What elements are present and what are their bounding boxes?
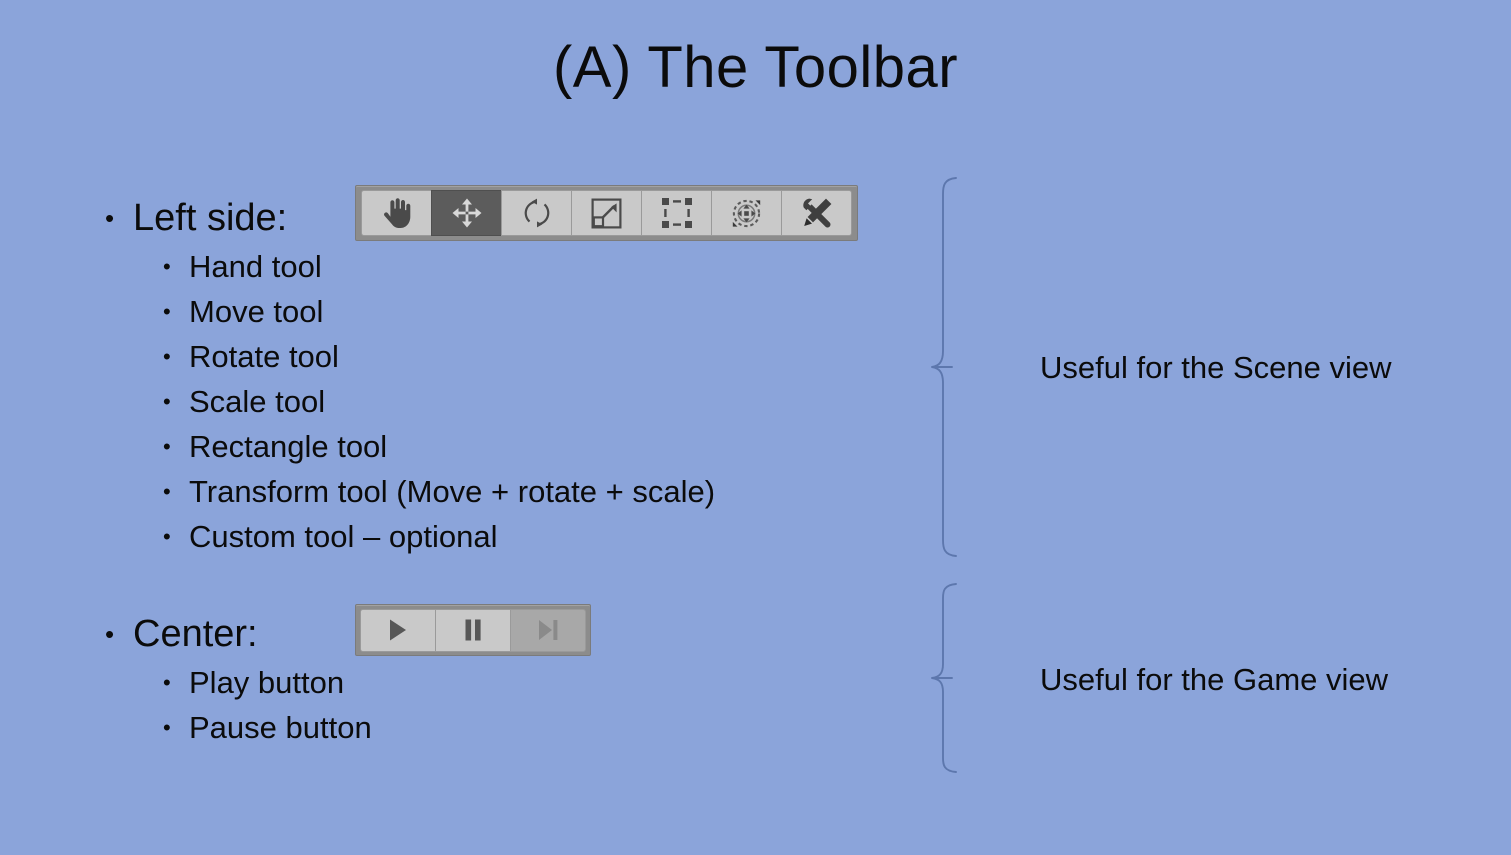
pause-button[interactable] bbox=[435, 608, 511, 652]
rect-tool-button[interactable] bbox=[641, 190, 712, 236]
annotation-game-view: Useful for the Game view bbox=[1040, 662, 1389, 697]
play-button[interactable] bbox=[360, 608, 436, 652]
rotate-tool-icon bbox=[520, 197, 554, 229]
center-bullet-block: • Center: • Play button • Pause button bbox=[105, 612, 372, 750]
list-item: • Pause button bbox=[163, 705, 372, 750]
list-item: • Move tool bbox=[163, 289, 715, 334]
bullet-marker-icon: • bbox=[163, 299, 171, 324]
rotate-tool-button[interactable] bbox=[501, 190, 572, 236]
play-icon bbox=[387, 618, 409, 642]
play-toolbar bbox=[355, 604, 591, 656]
bullet-label: Move tool bbox=[189, 294, 324, 329]
step-button[interactable] bbox=[510, 608, 586, 652]
bullet-label: Custom tool – optional bbox=[189, 519, 498, 554]
move-tool-icon bbox=[451, 197, 483, 229]
scene-toolbar bbox=[355, 185, 858, 241]
bullet-marker-icon: • bbox=[163, 389, 171, 414]
list-item: • Rotate tool bbox=[163, 334, 715, 379]
scale-tool-button[interactable] bbox=[571, 190, 642, 236]
custom-tool-button[interactable] bbox=[781, 190, 852, 236]
list-item: • Transform tool (Move + rotate + scale) bbox=[163, 469, 715, 514]
bullet-label: Pause button bbox=[189, 710, 372, 745]
bullet-marker-icon: • bbox=[105, 619, 115, 649]
bullet-label: Rectangle tool bbox=[189, 429, 388, 464]
brace-scene-view bbox=[930, 176, 970, 558]
move-tool-button[interactable] bbox=[431, 190, 502, 236]
bullet-label: Rotate tool bbox=[189, 339, 339, 374]
bullet-center-heading: • Center: bbox=[105, 612, 372, 656]
brace-game-view bbox=[930, 582, 970, 774]
pause-icon bbox=[463, 618, 483, 642]
hand-tool-icon bbox=[382, 197, 412, 229]
list-item: • Rectangle tool bbox=[163, 424, 715, 469]
bullet-label: Transform tool (Move + rotate + scale) bbox=[189, 474, 716, 509]
bullet-label: Left side: bbox=[133, 197, 288, 239]
left-side-bullet-block: • Left side: • Hand tool • Move tool • R… bbox=[105, 196, 715, 559]
bullet-label: Center: bbox=[133, 613, 258, 655]
list-item: • Scale tool bbox=[163, 379, 715, 424]
custom-tool-icon bbox=[801, 197, 833, 229]
step-icon bbox=[536, 618, 560, 642]
page-title: (A) The Toolbar bbox=[552, 35, 959, 100]
bullet-label: Play button bbox=[189, 665, 345, 700]
bullet-marker-icon: • bbox=[163, 254, 171, 279]
hand-tool-button[interactable] bbox=[361, 190, 432, 236]
scale-tool-icon bbox=[591, 198, 622, 229]
bullet-label: Hand tool bbox=[189, 249, 322, 284]
bullet-marker-icon: • bbox=[163, 670, 171, 695]
list-item: • Hand tool bbox=[163, 244, 715, 289]
transform-tool-icon bbox=[730, 197, 763, 230]
rect-tool-icon bbox=[661, 197, 693, 229]
annotation-scene-view: Useful for the Scene view bbox=[1040, 350, 1392, 385]
bullet-marker-icon: • bbox=[163, 715, 171, 740]
list-item: • Play button bbox=[163, 660, 372, 705]
bullet-label: Scale tool bbox=[189, 384, 326, 419]
bullet-left-side-heading: • Left side: bbox=[105, 196, 715, 240]
list-item: • Custom tool – optional bbox=[163, 514, 715, 559]
bullet-marker-icon: • bbox=[163, 434, 171, 459]
bullet-marker-icon: • bbox=[163, 524, 171, 549]
bullet-marker-icon: • bbox=[105, 203, 115, 233]
transform-tool-button[interactable] bbox=[711, 190, 782, 236]
bullet-marker-icon: • bbox=[163, 344, 171, 369]
bullet-marker-icon: • bbox=[163, 479, 171, 504]
